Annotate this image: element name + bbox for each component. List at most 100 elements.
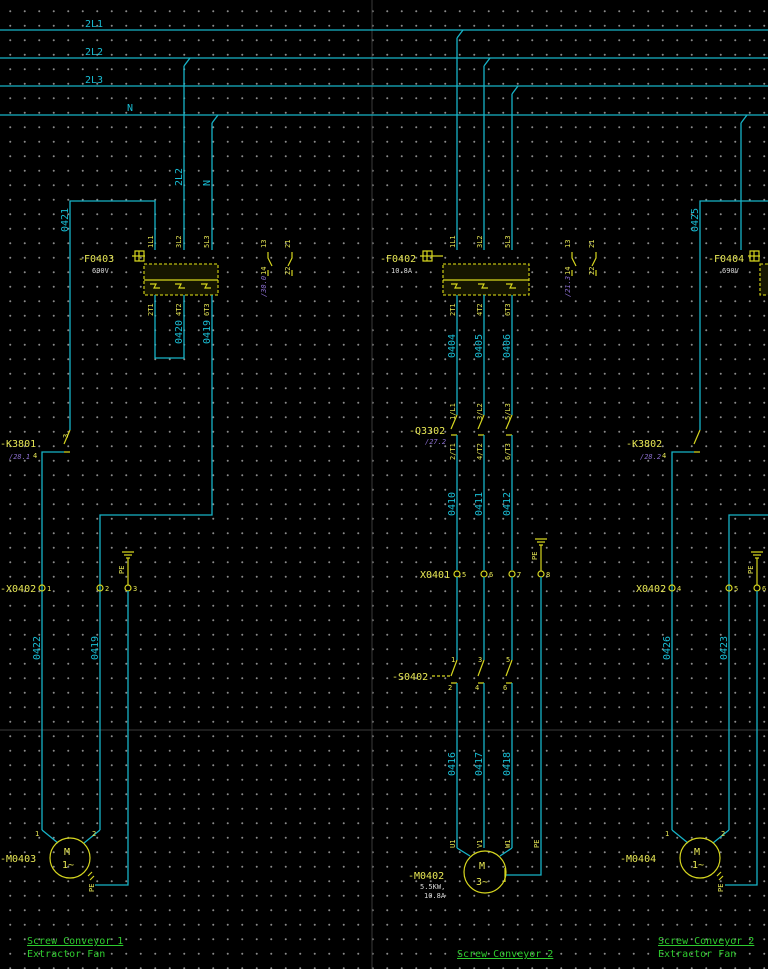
terminal-pin: 5 [734, 585, 738, 593]
contactor-pin: 2/T1 [449, 443, 457, 460]
motor-circle [49, 837, 91, 879]
motor-terminal: 2 [721, 830, 725, 838]
aux-contacts-f0402[interactable]: /21.3 13 21 14 22 [564, 240, 597, 297]
motor-terminal: V1 [476, 840, 484, 848]
wire-label-0404: 0404 [447, 334, 458, 358]
isolator-pin: 4 [475, 684, 479, 692]
motor-terminal: PE [88, 884, 96, 892]
contactor-tag: -K3801 [0, 439, 36, 450]
contactor-k3802[interactable]: -K3802 /28.2 4 [626, 429, 701, 461]
bus-tap-n [211, 114, 219, 124]
terminal-7[interactable] [508, 570, 516, 578]
terminal-6[interactable] [480, 570, 488, 578]
breaker-handle-icon [748, 250, 760, 262]
terminal-pin: 6 [762, 585, 766, 593]
breaker-pin: 2T1 [147, 303, 155, 316]
breaker-handle-icon [420, 250, 443, 262]
wire-label-0422: 0422 [32, 636, 43, 660]
wire-0426[interactable] [671, 451, 694, 830]
terminal-strip-x0402[interactable]: -X0402 1 2 3 [0, 584, 137, 595]
terminal-2[interactable] [96, 584, 104, 592]
wire-0425[interactable] [699, 200, 768, 430]
contactor-xref: /28.1 [9, 453, 30, 461]
wire-label-0423: 0423 [719, 636, 730, 660]
motor-symbol: M [64, 847, 70, 858]
motor-earth-mark [87, 871, 95, 881]
wire-0419[interactable] [99, 295, 213, 580]
wire-0421[interactable] [69, 200, 156, 430]
wires-0404-0406[interactable] [456, 295, 513, 415]
breaker-f0403[interactable]: -F0403 690V 1L1 3L2 5L3 2T1 4T2 6T3 [78, 235, 219, 316]
circuit-description: Screw Conveyor 1 [27, 936, 123, 947]
wire-label-0419-lower: 0419 [90, 636, 101, 660]
isolator-s0402[interactable]: -S0402 1 3 5 2 4 6 [392, 656, 513, 692]
terminal-tag: X0401 [420, 570, 450, 581]
breaker-pin: 6T3 [203, 303, 211, 316]
terminal-8[interactable] [537, 570, 545, 578]
aux-contact-symbols [267, 252, 293, 276]
bus-label-2l3: 2L3 [85, 75, 103, 86]
terminal-5[interactable] [725, 584, 733, 592]
breaker-pin: 3L2 [476, 235, 484, 248]
breaker-tag: -F0403 [78, 254, 114, 265]
contactor-pin: 3/L2 [476, 403, 484, 420]
wire-label-0405: 0405 [474, 334, 485, 358]
motor-m0404[interactable]: M 1~ -M0404 1 2 PE [620, 829, 730, 892]
terminal-3[interactable] [124, 584, 132, 592]
contactor-q3302[interactable]: -Q3302 /27.2 1/L1 3/L2 5/L3 2/T1 4/T2 6/… [409, 403, 513, 460]
terminal-pin: 4 [677, 585, 681, 593]
wire-label-0406: 0406 [502, 334, 513, 358]
breaker-f0404[interactable]: -F0404 690V [708, 250, 768, 296]
terminal-pin: 7 [517, 571, 521, 579]
earth-icon [122, 551, 134, 585]
motor-leads [456, 847, 513, 857]
drop-wire-l3[interactable] [511, 85, 519, 250]
motor-symbol: M [694, 847, 700, 858]
wires-to-isolator[interactable] [456, 577, 513, 660]
wire-earth[interactable] [95, 591, 129, 886]
wire-earth[interactable] [725, 591, 758, 886]
motor-m0403[interactable]: M 1~ -M0403 1 2 PE [0, 829, 101, 892]
drop-wire-n[interactable] [740, 114, 748, 250]
drop-wire-l1[interactable] [456, 29, 464, 250]
terminal-5[interactable] [453, 570, 461, 578]
breaker-pin: 4T2 [476, 303, 484, 316]
circuit-screw-conveyor-2-fan: 0425 -F0404 690V -K3802 /28.2 4 0426 042… [620, 114, 768, 960]
motor-earth-mark [716, 871, 724, 881]
wires-0416-0418[interactable] [456, 683, 513, 848]
aux-pin: 13 [564, 240, 572, 248]
contactor-pin: 4/T2 [476, 443, 484, 460]
terminal-strip-x0401[interactable]: X0401 5 6 7 8 [420, 570, 550, 581]
circuit-description: Screw Conveyor 2 [457, 949, 553, 960]
motor-m0402[interactable]: M 3~ -M0402 5.5KW, 10.8A U1 V1 W1 PE [408, 840, 541, 900]
aux-pin: 13 [260, 240, 268, 248]
terminal-6[interactable] [753, 584, 761, 592]
wire-0422[interactable] [41, 451, 64, 830]
wire-0420[interactable] [154, 295, 185, 359]
isolator-contact-symbols [450, 659, 513, 684]
breaker-xref: /21.3 [564, 276, 572, 297]
breaker-pin: 2T1 [449, 303, 457, 316]
motor-symbol: M [479, 861, 485, 872]
wire-earth[interactable] [505, 577, 542, 876]
aux-pin: 21 [588, 240, 596, 248]
drop-label-n: N [202, 180, 213, 186]
contactor-k3801[interactable]: -K3801 /28.1 3 4 [0, 429, 71, 461]
earth-symbol: PE [747, 551, 763, 585]
circuit-description-sub: Extractor Fan [27, 949, 105, 960]
wire-0423[interactable] [728, 514, 768, 830]
motor-phase: 1~ [692, 860, 704, 871]
motor-terminal: PE [717, 884, 725, 892]
terminal-strip-x0402-right[interactable]: X0402 4 5 6 [636, 584, 766, 595]
circuit-screw-conveyor-1: 2L2 N 0421 -F0403 690V 1L1 3L2 5L3 2T1 4… [0, 57, 293, 960]
aux-pin: 14 [260, 267, 268, 275]
terminal-4[interactable] [668, 584, 676, 592]
aux-contacts-f0403[interactable]: /30.0 13 21 14 22 [260, 240, 293, 297]
breaker-f0402[interactable]: -F0402 10.8A 1L1 3L2 5L3 2T1 4T2 6T3 [380, 235, 530, 316]
contactor-pin: 4 [33, 452, 37, 460]
terminal-1[interactable] [38, 584, 46, 592]
wires-0410-0412[interactable] [456, 435, 513, 570]
drop-wire-l2[interactable] [483, 57, 491, 250]
motor-terminal: 2 [92, 830, 96, 838]
